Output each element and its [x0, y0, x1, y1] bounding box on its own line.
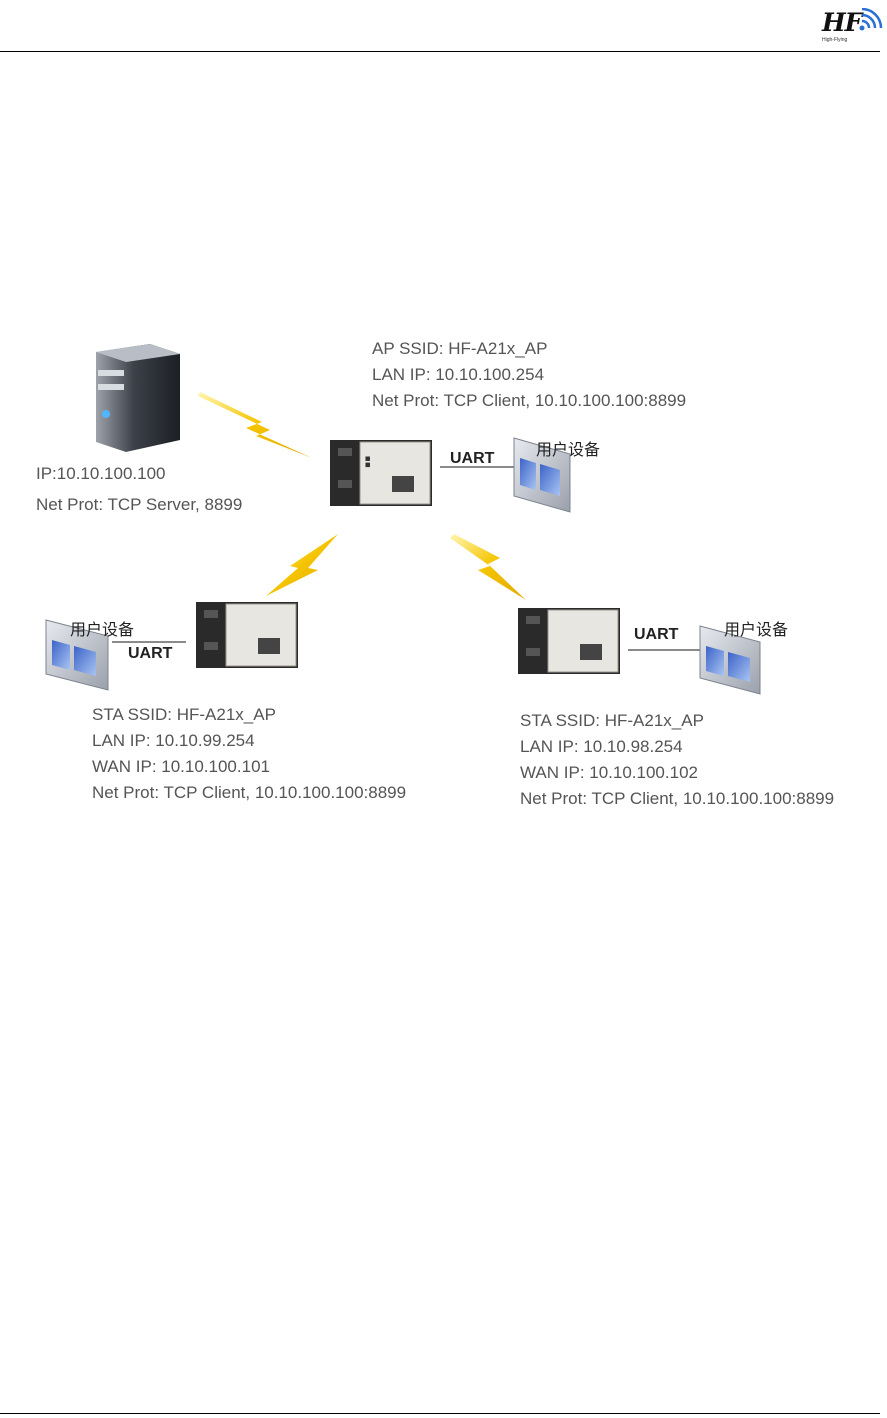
user-device-label-center: 用户设备 — [536, 442, 601, 459]
sta-left-lan-ip: LAN IP: 10.10.99.254 — [92, 731, 255, 750]
user-device-center — [513, 437, 571, 513]
user-device-label-right: 用户设备 — [724, 622, 789, 639]
wifi-module-sta-right — [518, 608, 620, 674]
sta-right-lan-ip: LAN IP: 10.10.98.254 — [520, 737, 683, 756]
header-rule — [0, 51, 880, 52]
server-net-prot: Net Prot: TCP Server, 8899 — [36, 495, 243, 514]
wifi-waves-icon — [859, 8, 883, 31]
wifi-module-sta-left — [196, 602, 298, 668]
sta-left-ssid: STA SSID: HF-A21x_AP — [92, 705, 276, 724]
sta-right-net-prot: Net Prot: TCP Client, 10.10.100.100:8899 — [520, 789, 835, 808]
sta-left-net-prot: Net Prot: TCP Client, 10.10.100.100:8899 — [92, 783, 407, 802]
diagram-graphics: ▪▪ — [45, 344, 761, 695]
lightning-bolt-right — [450, 534, 526, 600]
lightning-bolt-left — [266, 534, 338, 596]
sta-right-ssid: STA SSID: HF-A21x_AP — [520, 711, 704, 730]
ap-net-prot: Net Prot: TCP Client, 10.10.100.100:8899 — [372, 391, 687, 410]
footer-rule — [0, 1413, 880, 1414]
sta-right-wan-ip: WAN IP: 10.10.100.102 — [520, 763, 698, 782]
user-device-left — [45, 619, 109, 691]
hf-logo: HF High-Flying — [818, 6, 884, 46]
network-diagram: ▪▪ — [0, 330, 887, 830]
logo-text: HF — [822, 8, 862, 37]
server-ip: IP:10.10.100.100 — [36, 464, 166, 483]
wifi-module-ap: ▪▪ — [330, 440, 432, 506]
sta-left-wan-ip: WAN IP: 10.10.100.101 — [92, 757, 270, 776]
server-icon — [96, 344, 180, 452]
uart-label-center: UART — [450, 450, 495, 467]
lightning-bolt-server — [198, 392, 312, 458]
user-device-right — [699, 625, 761, 695]
svg-text:▪▪: ▪▪ — [363, 456, 373, 468]
ap-lan-ip: LAN IP: 10.10.100.254 — [372, 365, 545, 384]
ap-ssid: AP SSID: HF-A21x_AP — [372, 339, 548, 358]
uart-label-left: UART — [128, 645, 173, 662]
uart-label-right: UART — [634, 626, 679, 643]
user-device-label-left: 用户设备 — [70, 622, 135, 639]
logo-subtext: High-Flying — [822, 37, 848, 43]
